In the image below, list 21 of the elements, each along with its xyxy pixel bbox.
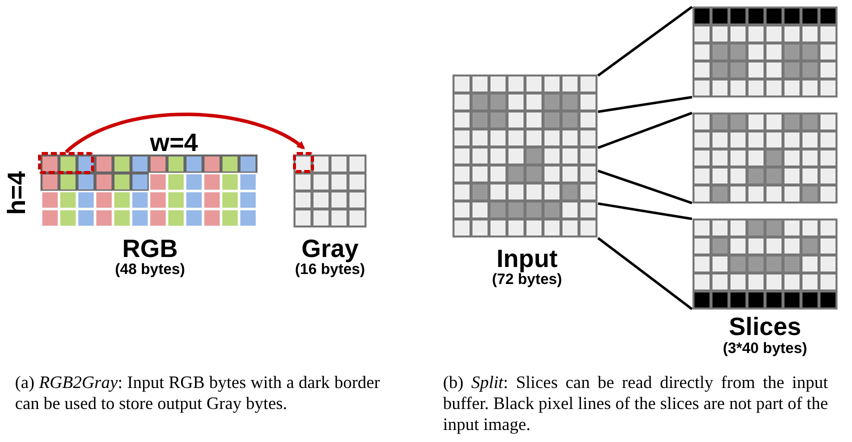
dimension-label: w=4 [150,130,198,156]
grid-title: Input [495,246,559,272]
connector-line [598,170,692,204]
connector-line [598,96,692,113]
connector-line [598,202,692,220]
group-title: Slices [728,314,802,340]
size-caption: (3*40 bytes) [722,341,808,357]
connector-line [597,237,693,310]
connector-line [598,112,692,149]
grid-title: Gray [300,236,360,262]
grid-title: RGB [121,236,179,262]
size-caption: (48 bytes) [114,262,186,278]
figure-caption: (a) RGB2Gray: Input RGB bytes with a dark border can be used to store output Gray bytes. [15,372,380,414]
arrow [64,112,306,154]
connector-line [597,6,693,77]
highlight-box [38,152,94,174]
dimension-label: h=4 [4,170,30,217]
figure-caption: (b) Split: Slices can be read directly from the input buffer. Black pixel lines of the slices are not part of the input image. [443,372,828,435]
highlight-box [293,152,314,173]
size-caption: (72 bytes) [490,272,564,288]
size-caption: (16 bytes) [294,262,366,278]
